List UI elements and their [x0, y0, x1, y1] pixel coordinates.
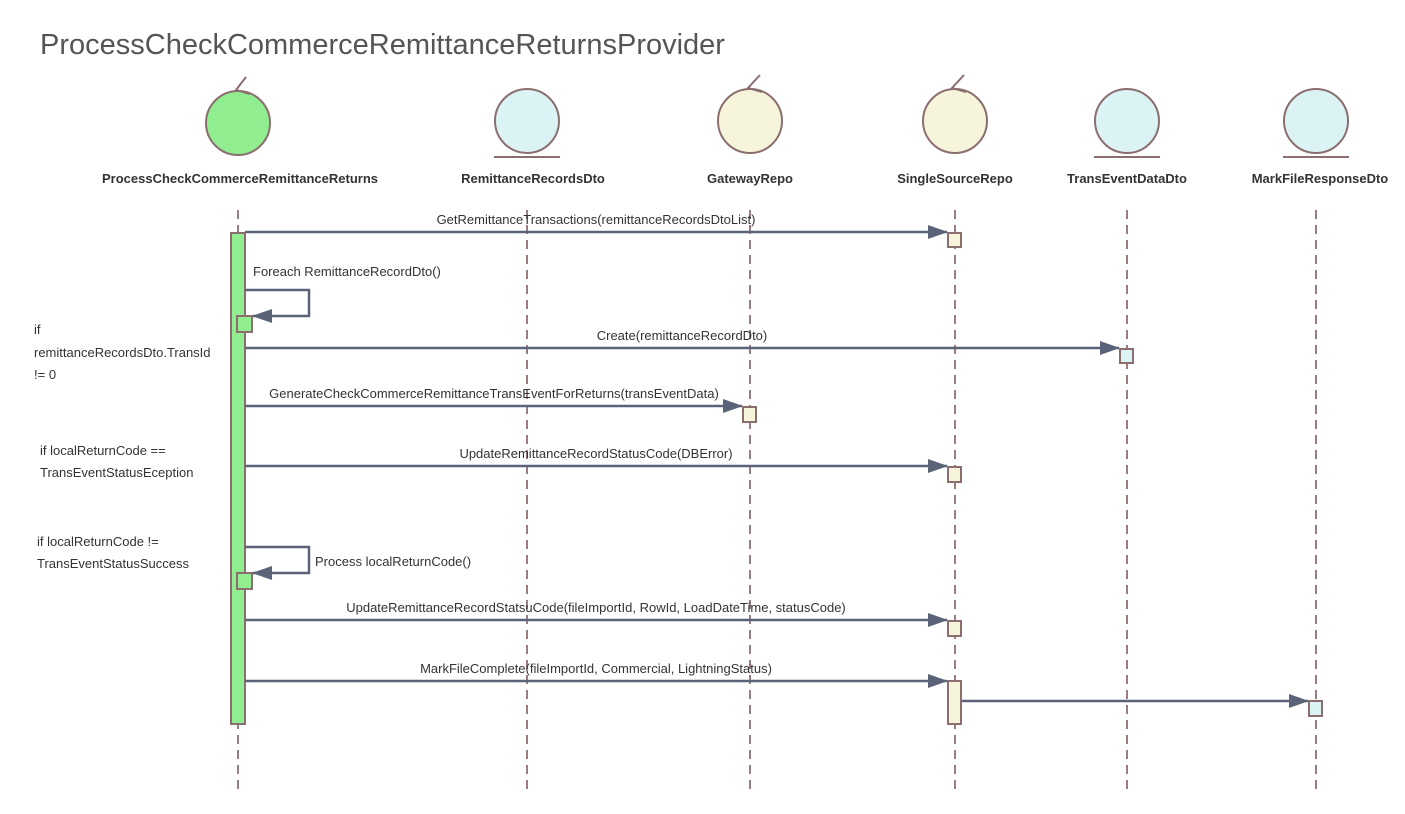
- activation-singlesource-1: [947, 232, 962, 248]
- diagram-title: ProcessCheckCommerceRemittanceReturnsPro…: [40, 29, 725, 61]
- message-label: GenerateCheckCommerceRemittanceTransEven…: [269, 386, 719, 401]
- control-arrow-mark: [950, 74, 967, 93]
- guard-text: if localReturnCode !=: [37, 534, 159, 549]
- guard-text: if: [34, 322, 41, 337]
- activation-bars: [230, 232, 1323, 725]
- activation-main: [230, 232, 246, 725]
- guard-text: remittanceRecordsDto.TransId: [34, 345, 211, 360]
- message-label: Foreach RemittanceRecordDto(): [253, 264, 441, 279]
- control-icon: [205, 90, 271, 156]
- entity-icon: [1094, 88, 1160, 154]
- participant-singlesourcerepo: SingleSourceRepo: [897, 74, 1013, 186]
- activation-singlesource-2: [947, 466, 962, 483]
- self-message-arrow: [245, 545, 311, 580]
- message-label: Create(remittanceRecordDto): [597, 328, 768, 343]
- control-arrow-mark: [234, 76, 251, 95]
- entity-icon: [1283, 88, 1349, 154]
- participant-name: SingleSourceRepo: [897, 171, 1013, 186]
- activation-markfile: [1308, 700, 1323, 717]
- message-label: GetRemittanceTransactions(remittanceReco…: [437, 212, 756, 227]
- activation-self-foreach: [236, 315, 253, 333]
- activation-singlesource-3: [947, 620, 962, 637]
- activation-self-process: [236, 572, 253, 590]
- message-label: UpdateRemittanceRecordStatusCode(DBError…: [459, 446, 732, 461]
- guard-text: TransEventStatusSuccess: [37, 556, 189, 571]
- messages: GetRemittanceTransactions(remittanceReco…: [245, 212, 1309, 708]
- message-label: Process localReturnCode(): [315, 554, 471, 569]
- participant-remittancerecordsdto: RemittanceRecordsDto: [461, 88, 605, 186]
- guard-text: TransEventStatusEception: [40, 465, 193, 480]
- participant-name: MarkFileResponseDto: [1252, 171, 1389, 186]
- message-label: MarkFileComplete(fileImportId, Commercia…: [420, 661, 772, 676]
- control-icon: [717, 88, 783, 154]
- entity-icon: [494, 88, 560, 154]
- lifelines: [237, 210, 1317, 790]
- participant-name: TransEventDataDto: [1067, 171, 1187, 186]
- guard-conditions: if remittanceRecordsDto.TransId != 0 if …: [34, 322, 211, 571]
- participant-processcheckcommerceremittancereturns: ProcessCheckCommerceRemittanceReturns: [102, 76, 378, 186]
- control-arrow-mark: [746, 74, 763, 93]
- message-label: UpdateRemittanceRecordStatsuCode(fileImp…: [346, 600, 846, 615]
- guard-text: != 0: [34, 367, 56, 382]
- participant-transeventdatadto: TransEventDataDto: [1067, 88, 1187, 186]
- participant-name: GatewayRepo: [707, 171, 793, 186]
- participant-name: ProcessCheckCommerceRemittanceReturns: [102, 171, 378, 186]
- activation-transevent: [1119, 348, 1134, 364]
- guard-text: if localReturnCode ==: [40, 443, 166, 458]
- participant-gatewayrepo: GatewayRepo: [707, 74, 793, 186]
- activation-singlesource-4: [947, 680, 962, 725]
- participant-name: RemittanceRecordsDto: [461, 171, 605, 186]
- self-message-arrow: [245, 288, 311, 323]
- participant-markfileresponsedto: MarkFileResponseDto: [1252, 88, 1389, 186]
- activation-gateway: [742, 406, 757, 423]
- control-icon: [922, 88, 988, 154]
